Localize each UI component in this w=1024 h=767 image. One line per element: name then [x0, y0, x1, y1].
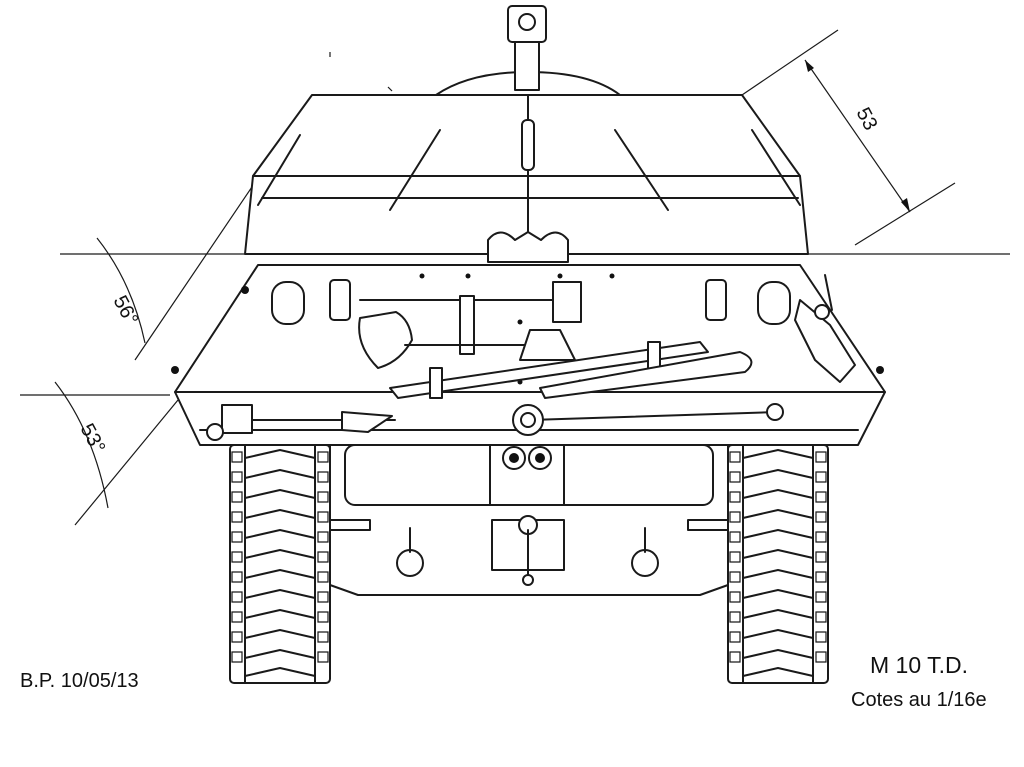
author-signature: B.P. 10/05/13 [20, 670, 139, 692]
pioneer-tools [206, 281, 784, 441]
lower-hull [329, 444, 729, 596]
right-track [727, 444, 829, 684]
lower-angle-label: 53° [76, 420, 110, 457]
left-track [229, 444, 331, 684]
headlight-guard [794, 274, 856, 383]
upper-angle-label: 56° [109, 292, 143, 329]
scale-note: Cotes au 1/16e [851, 689, 987, 711]
turret [244, 5, 809, 263]
drawing-title: M 10 T.D. [870, 652, 968, 678]
turret-length-label: 53 [852, 104, 882, 134]
